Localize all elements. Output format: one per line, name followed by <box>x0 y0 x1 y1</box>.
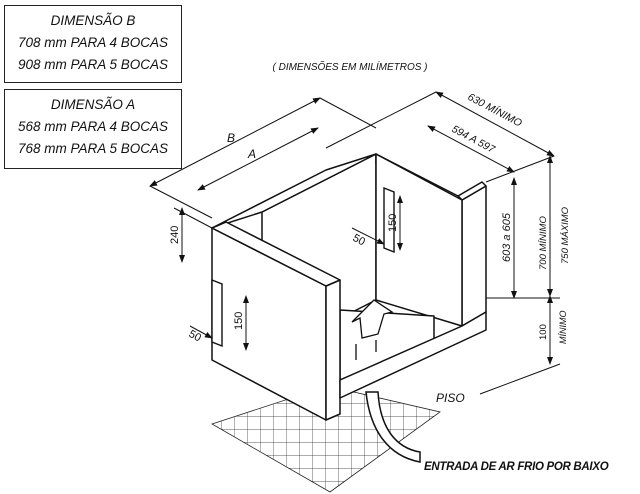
label-air-inlet: ENTRADA DE AR FRIO POR BAIXO <box>424 461 609 473</box>
dimension-b-4-bocas: 708 mm PARA 4 BOCAS <box>17 35 169 50</box>
label-front-50: 50 <box>187 328 203 344</box>
dimension-lines <box>149 91 561 395</box>
label-front-150: 150 <box>233 312 245 330</box>
label-100: 100 <box>538 324 549 340</box>
label-594-a-597: 594 A 597 <box>450 123 498 156</box>
label-dim-b: B <box>227 131 235 145</box>
dim-line-630 <box>435 91 555 157</box>
label-750-maximo: 750 MÁXIMO <box>560 206 571 264</box>
label-603-a-605: 603 a 605 <box>501 212 513 262</box>
label-240: 240 <box>169 226 181 244</box>
dimension-a-5-bocas: 768 mm PARA 5 BOCAS <box>17 141 169 156</box>
dim-line-a <box>197 127 319 191</box>
dim-line-front-50 <box>189 325 213 339</box>
dim-line-rear-50 <box>351 227 385 245</box>
rear-vent-opening <box>383 186 395 254</box>
label-rear-150: 150 <box>387 214 399 232</box>
vent-openings <box>211 186 395 348</box>
label-700-minimo: 700 MÍNIMO <box>538 216 549 270</box>
dimension-b-title: DIMENSÃO B <box>50 13 136 28</box>
label-rear-50: 50 <box>351 232 367 248</box>
units-note: ( DIMENSÕES EM MILÍMETROS ) <box>272 60 427 73</box>
dimension-b-5-bocas: 908 mm PARA 5 BOCAS <box>17 57 169 72</box>
front-vent-opening <box>211 278 223 348</box>
dim-line-594 <box>427 125 515 173</box>
airflow-arrow-up <box>351 299 394 360</box>
air-inlet-pipe <box>365 391 421 463</box>
dimension-a-title: DIMENSÃO A <box>50 97 136 112</box>
label-piso: PISO <box>436 391 465 405</box>
cabinet-structure <box>211 153 487 421</box>
label-dim-a: A <box>247 147 256 161</box>
label-100-minimo: MÍNIMO <box>558 311 568 345</box>
dimension-a-4-bocas: 568 mm PARA 4 BOCAS <box>17 119 169 134</box>
dimension-b-box: DIMENSÃO B 708 mm PARA 4 BOCAS 908 mm PA… <box>4 5 182 83</box>
